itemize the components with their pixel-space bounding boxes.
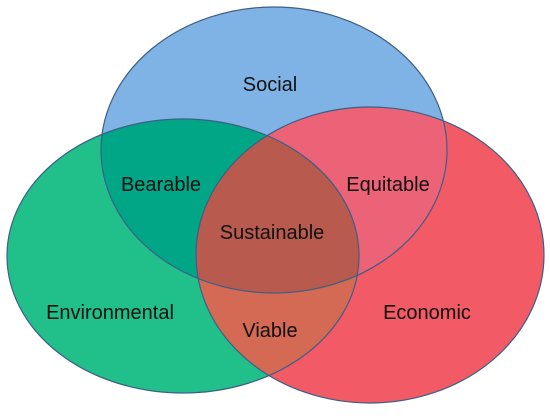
equitable-label: Equitable [346,174,429,196]
viable-label: Viable [242,320,297,342]
center-overlap [196,119,359,293]
sustainable-label: Sustainable [220,222,325,244]
social-label: Social [243,74,297,96]
economic-label: Economic [383,302,471,324]
environmental-label: Environmental [46,302,174,324]
economic-outline [195,106,545,404]
social-outline [100,6,448,294]
bearable-label: Bearable [121,174,201,196]
environmental-outline [6,118,360,394]
